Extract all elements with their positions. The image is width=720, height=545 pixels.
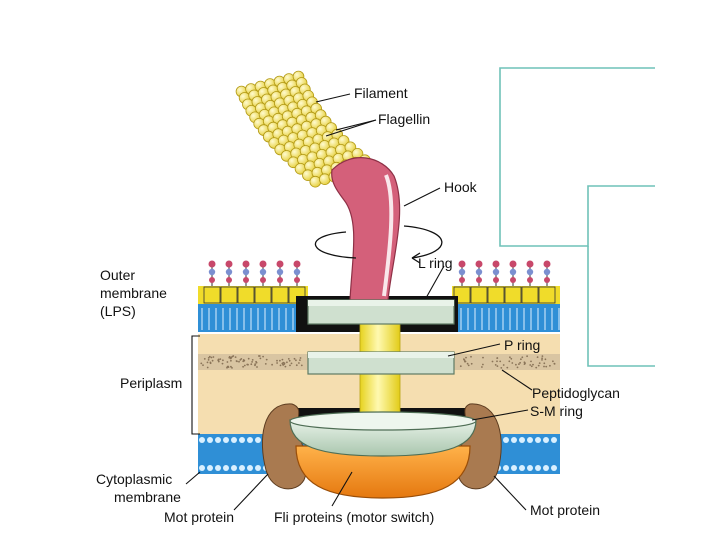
outer-membrane: [198, 260, 560, 332]
label-cytoplasmic-1: Cytoplasmic: [96, 471, 172, 487]
label-mot-protein-right: Mot protein: [530, 502, 600, 518]
label-sm-ring: S-M ring: [530, 403, 583, 419]
label-l-ring: L ring: [418, 255, 453, 271]
hook: [331, 157, 401, 301]
label-outer-membrane-2: membrane: [100, 285, 167, 301]
label-hook: Hook: [444, 179, 478, 195]
label-p-ring: P ring: [504, 337, 540, 353]
leader-lines: [185, 93, 533, 511]
label-outer-membrane-1: Outer: [100, 267, 135, 283]
label-peptidoglycan: Peptidoglycan: [532, 385, 620, 401]
rotation-arrow-icon: [314, 225, 443, 264]
l-ring: [307, 299, 455, 325]
label-filament: Filament: [354, 85, 408, 101]
sm-ring: [289, 411, 477, 457]
label-outer-membrane-3: (LPS): [100, 303, 136, 319]
label-cytoplasmic-2: membrane: [114, 489, 181, 505]
fli-proteins: [295, 445, 471, 499]
label-fli-proteins: Fli proteins (motor switch): [274, 509, 434, 525]
filament: [235, 70, 379, 188]
label-flagellin: Flagellin: [378, 111, 430, 127]
frame-lines: [499, 67, 655, 367]
p-ring: [307, 351, 455, 375]
label-periplasm: Periplasm: [120, 375, 182, 391]
label-mot-protein-left: Mot protein: [164, 509, 234, 525]
